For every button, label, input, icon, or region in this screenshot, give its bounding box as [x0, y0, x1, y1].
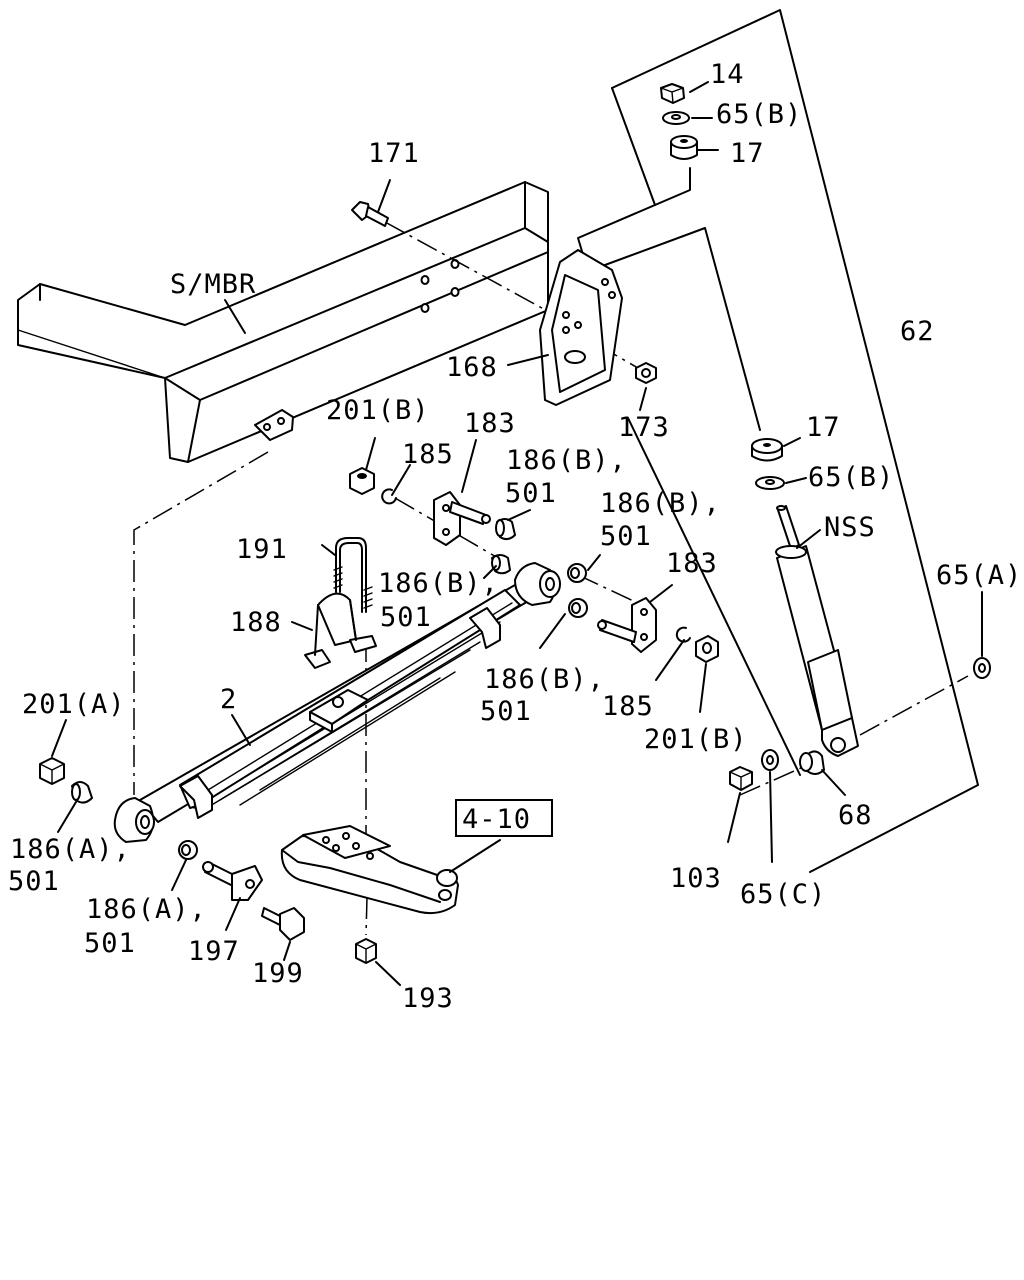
part-spring-seat: [280, 825, 459, 915]
leader-lines: [51, 81, 983, 986]
label-17-mid: 17: [806, 412, 841, 443]
label-501-f: 501: [84, 928, 136, 959]
part-201b-nut-bot: [695, 635, 719, 663]
label-197: 197: [188, 936, 240, 967]
label-185-top: 185: [402, 439, 454, 470]
part-188-spacer: [304, 592, 377, 669]
label-201b-bot: 201(B): [644, 724, 748, 755]
part-17-bushing-top: [670, 135, 698, 160]
label-s-mbr: S/MBR: [170, 269, 256, 300]
part-186b-bushing-b: [491, 554, 511, 575]
label-186b-d: 186(B),: [484, 664, 605, 695]
label-501-b: 501: [600, 521, 652, 552]
part-14-nut: [660, 83, 685, 104]
label-103: 103: [670, 863, 722, 894]
label-186b-b: 186(B),: [600, 488, 721, 519]
part-191-u-bolt: [333, 537, 373, 613]
part-171-bolt: [351, 201, 389, 227]
part-17-bushing-mid: [751, 438, 783, 462]
label-501-d: 501: [480, 696, 532, 727]
part-186b-bushing-a: [495, 518, 516, 541]
label-188: 188: [230, 607, 282, 638]
label-201b-top: 201(B): [326, 395, 430, 426]
label-186a-b: 186(A),: [86, 894, 207, 925]
label-186b-a: 186(B),: [506, 445, 627, 476]
label-4-10: 4-10: [462, 804, 531, 835]
part-186a-bushing-a: [71, 781, 93, 804]
part-193-nut: [355, 938, 377, 964]
part-65a-washer: [973, 657, 991, 679]
part-68-bushing: [799, 750, 825, 775]
part-186a-bushing-b: [178, 840, 198, 860]
part-186b-bushing-c: [567, 563, 587, 583]
label-501-e: 501: [8, 866, 60, 897]
part-197-pin: [202, 861, 263, 901]
part-65c-washer: [761, 749, 779, 771]
label-501-a: 501: [505, 478, 557, 509]
label-68: 68: [838, 800, 873, 831]
label-2: 2: [220, 684, 237, 715]
part-201a-nut: [39, 757, 65, 785]
part-103-nut: [729, 766, 753, 791]
part-2-leaf-spring: [113, 562, 561, 843]
part-183-shackle-right: [597, 597, 657, 653]
label-65b-mid: 65(B): [808, 462, 894, 493]
label-65b-top: 65(B): [716, 99, 802, 130]
part-199-bolt: [261, 907, 305, 941]
label-186b-c: 186(B),: [378, 568, 499, 599]
label-nss: NSS: [824, 512, 876, 543]
label-501-c: 501: [380, 602, 432, 633]
part-186b-bushing-d: [568, 598, 588, 618]
label-168: 168: [446, 352, 498, 383]
part-185-snapring-top: [381, 488, 397, 505]
label-173: 173: [618, 412, 670, 443]
part-labels: 14 65(B) 17 171 S/MBR 62 168 173 17 65(B…: [8, 59, 1022, 1014]
label-17-top: 17: [730, 138, 765, 169]
label-201a: 201(A): [22, 689, 126, 720]
label-183-top: 183: [464, 408, 516, 439]
label-65a: 65(A): [936, 560, 1022, 591]
part-185-snapring-bot: [675, 626, 691, 643]
part-168-shock-bracket: [539, 249, 623, 406]
label-193: 193: [402, 983, 454, 1014]
ref-box-4-10: [455, 799, 553, 837]
label-171: 171: [368, 138, 420, 169]
part-183-shackle-top: [433, 491, 491, 546]
label-14: 14: [710, 59, 745, 90]
label-185-bot: 185: [602, 691, 654, 722]
label-62: 62: [900, 316, 935, 347]
part-173-nut: [635, 362, 657, 384]
part-65b-washer-top: [662, 111, 690, 125]
part-201b-nut-top: [349, 467, 375, 495]
label-199: 199: [252, 958, 304, 989]
part-65b-washer-mid: [755, 476, 785, 490]
label-183-right: 183: [666, 548, 718, 579]
label-186a-a: 186(A),: [10, 834, 131, 865]
label-65c: 65(C): [740, 879, 826, 910]
shock-absorber-nss: [775, 505, 859, 757]
shock-kit-62-outline: [611, 9, 979, 873]
label-191: 191: [236, 534, 288, 565]
